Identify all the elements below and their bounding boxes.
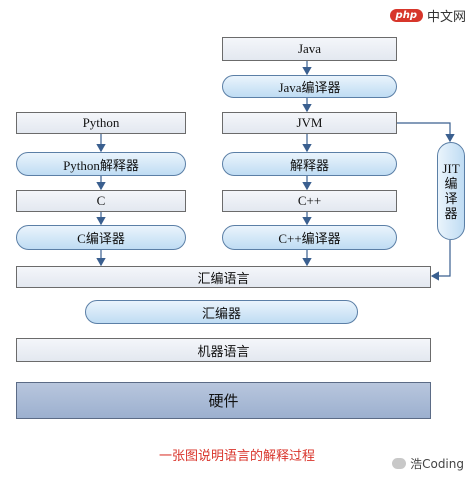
watermark-bottom-text: 浩Coding — [410, 457, 464, 471]
assembly-language-box: 汇编语言 — [16, 266, 431, 288]
watermark-bottom: 浩Coding — [392, 455, 464, 472]
c-label: C — [96, 193, 106, 208]
python-interpreter-label: Python解释器 — [63, 157, 139, 173]
machine-language-label: 机器语言 — [197, 343, 250, 359]
hardware-box: 硬件 — [16, 382, 431, 419]
php-logo: php — [389, 9, 423, 22]
c-compiler-pill: C编译器 — [16, 225, 186, 250]
arrow-jit-to-asm — [430, 240, 451, 281]
watermark-text: 中文网 — [426, 10, 466, 25]
caption: 一张图说明语言的解释过程 — [158, 449, 315, 464]
interpreter-label: 解释器 — [289, 157, 329, 173]
java-box: Java — [222, 37, 397, 61]
arrow-jvm-to-jit — [397, 122, 455, 143]
python-interpreter-pill: Python解释器 — [16, 152, 186, 176]
assembler-pill: 汇编器 — [85, 300, 358, 324]
hardware-label: 硬件 — [208, 394, 239, 410]
jit-label-0: JIT — [442, 161, 460, 176]
cpp-box: C++ — [222, 190, 397, 212]
c-box: C — [16, 190, 186, 212]
python-label: Python — [82, 115, 120, 130]
java-label: Java — [297, 41, 322, 56]
jit-compiler-pill: JIT 编 译 器 — [437, 142, 465, 240]
assembler-label: 汇编器 — [201, 305, 241, 321]
jit-label-2: 译 — [444, 191, 458, 206]
watermark-php-cn: php 中文网 — [389, 6, 466, 25]
jvm-label: JVM — [296, 115, 323, 130]
jit-label-1: 编 — [444, 176, 458, 191]
jit-label-3: 器 — [444, 206, 458, 221]
cpp-label: C++ — [297, 193, 322, 208]
c-compiler-label: C编译器 — [77, 231, 125, 246]
jvm-box: JVM — [222, 112, 397, 134]
interpreter-pill: 解释器 — [222, 152, 397, 176]
wechat-icon — [392, 458, 407, 469]
cpp-compiler-pill: C++编译器 — [222, 225, 397, 250]
cpp-compiler-label: C++编译器 — [278, 231, 341, 246]
java-compiler-pill: Java编译器 — [222, 75, 397, 98]
python-box: Python — [16, 112, 186, 134]
machine-language-box: 机器语言 — [16, 338, 431, 362]
java-compiler-label: Java编译器 — [278, 80, 341, 95]
assembly-language-label: 汇编语言 — [197, 270, 250, 286]
